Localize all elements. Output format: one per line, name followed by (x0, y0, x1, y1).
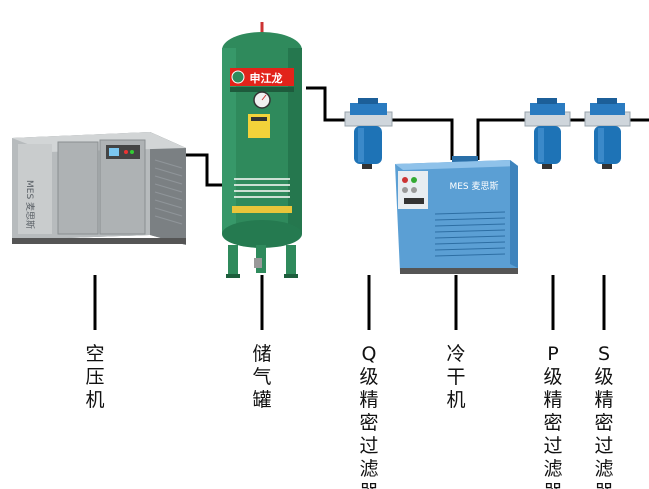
label-dryer: 冷干机 (446, 343, 466, 411)
tank-brand: 申江龙 (250, 71, 283, 85)
label-s-filter: S级精密过滤器 (594, 343, 614, 489)
pipe-q-filter-to-dryer (392, 118, 454, 160)
air-tank (222, 22, 302, 278)
compressor-brand: MES 麦思斯 (24, 180, 36, 229)
dryer-brand: MES 麦思斯 (449, 180, 498, 192)
pipe-dryer-to-p-filter (476, 118, 525, 160)
label-q-filter: Q级精密过滤器 (359, 343, 379, 489)
pipe-lines (186, 86, 649, 187)
air-compressor (12, 132, 186, 245)
leader-lines (93, 275, 606, 330)
label-air-tank: 储气罐 (252, 343, 272, 411)
q-filter (344, 98, 393, 169)
s-filter (584, 98, 631, 169)
label-p-filter: P级精密过滤器 (543, 343, 563, 489)
p-filter (524, 98, 571, 169)
pipe-tank-to-q-filter (306, 86, 345, 122)
pipe-compressor-to-tank (186, 153, 225, 187)
label-air-compressor: 空压机 (85, 343, 105, 411)
dryer (395, 156, 518, 274)
